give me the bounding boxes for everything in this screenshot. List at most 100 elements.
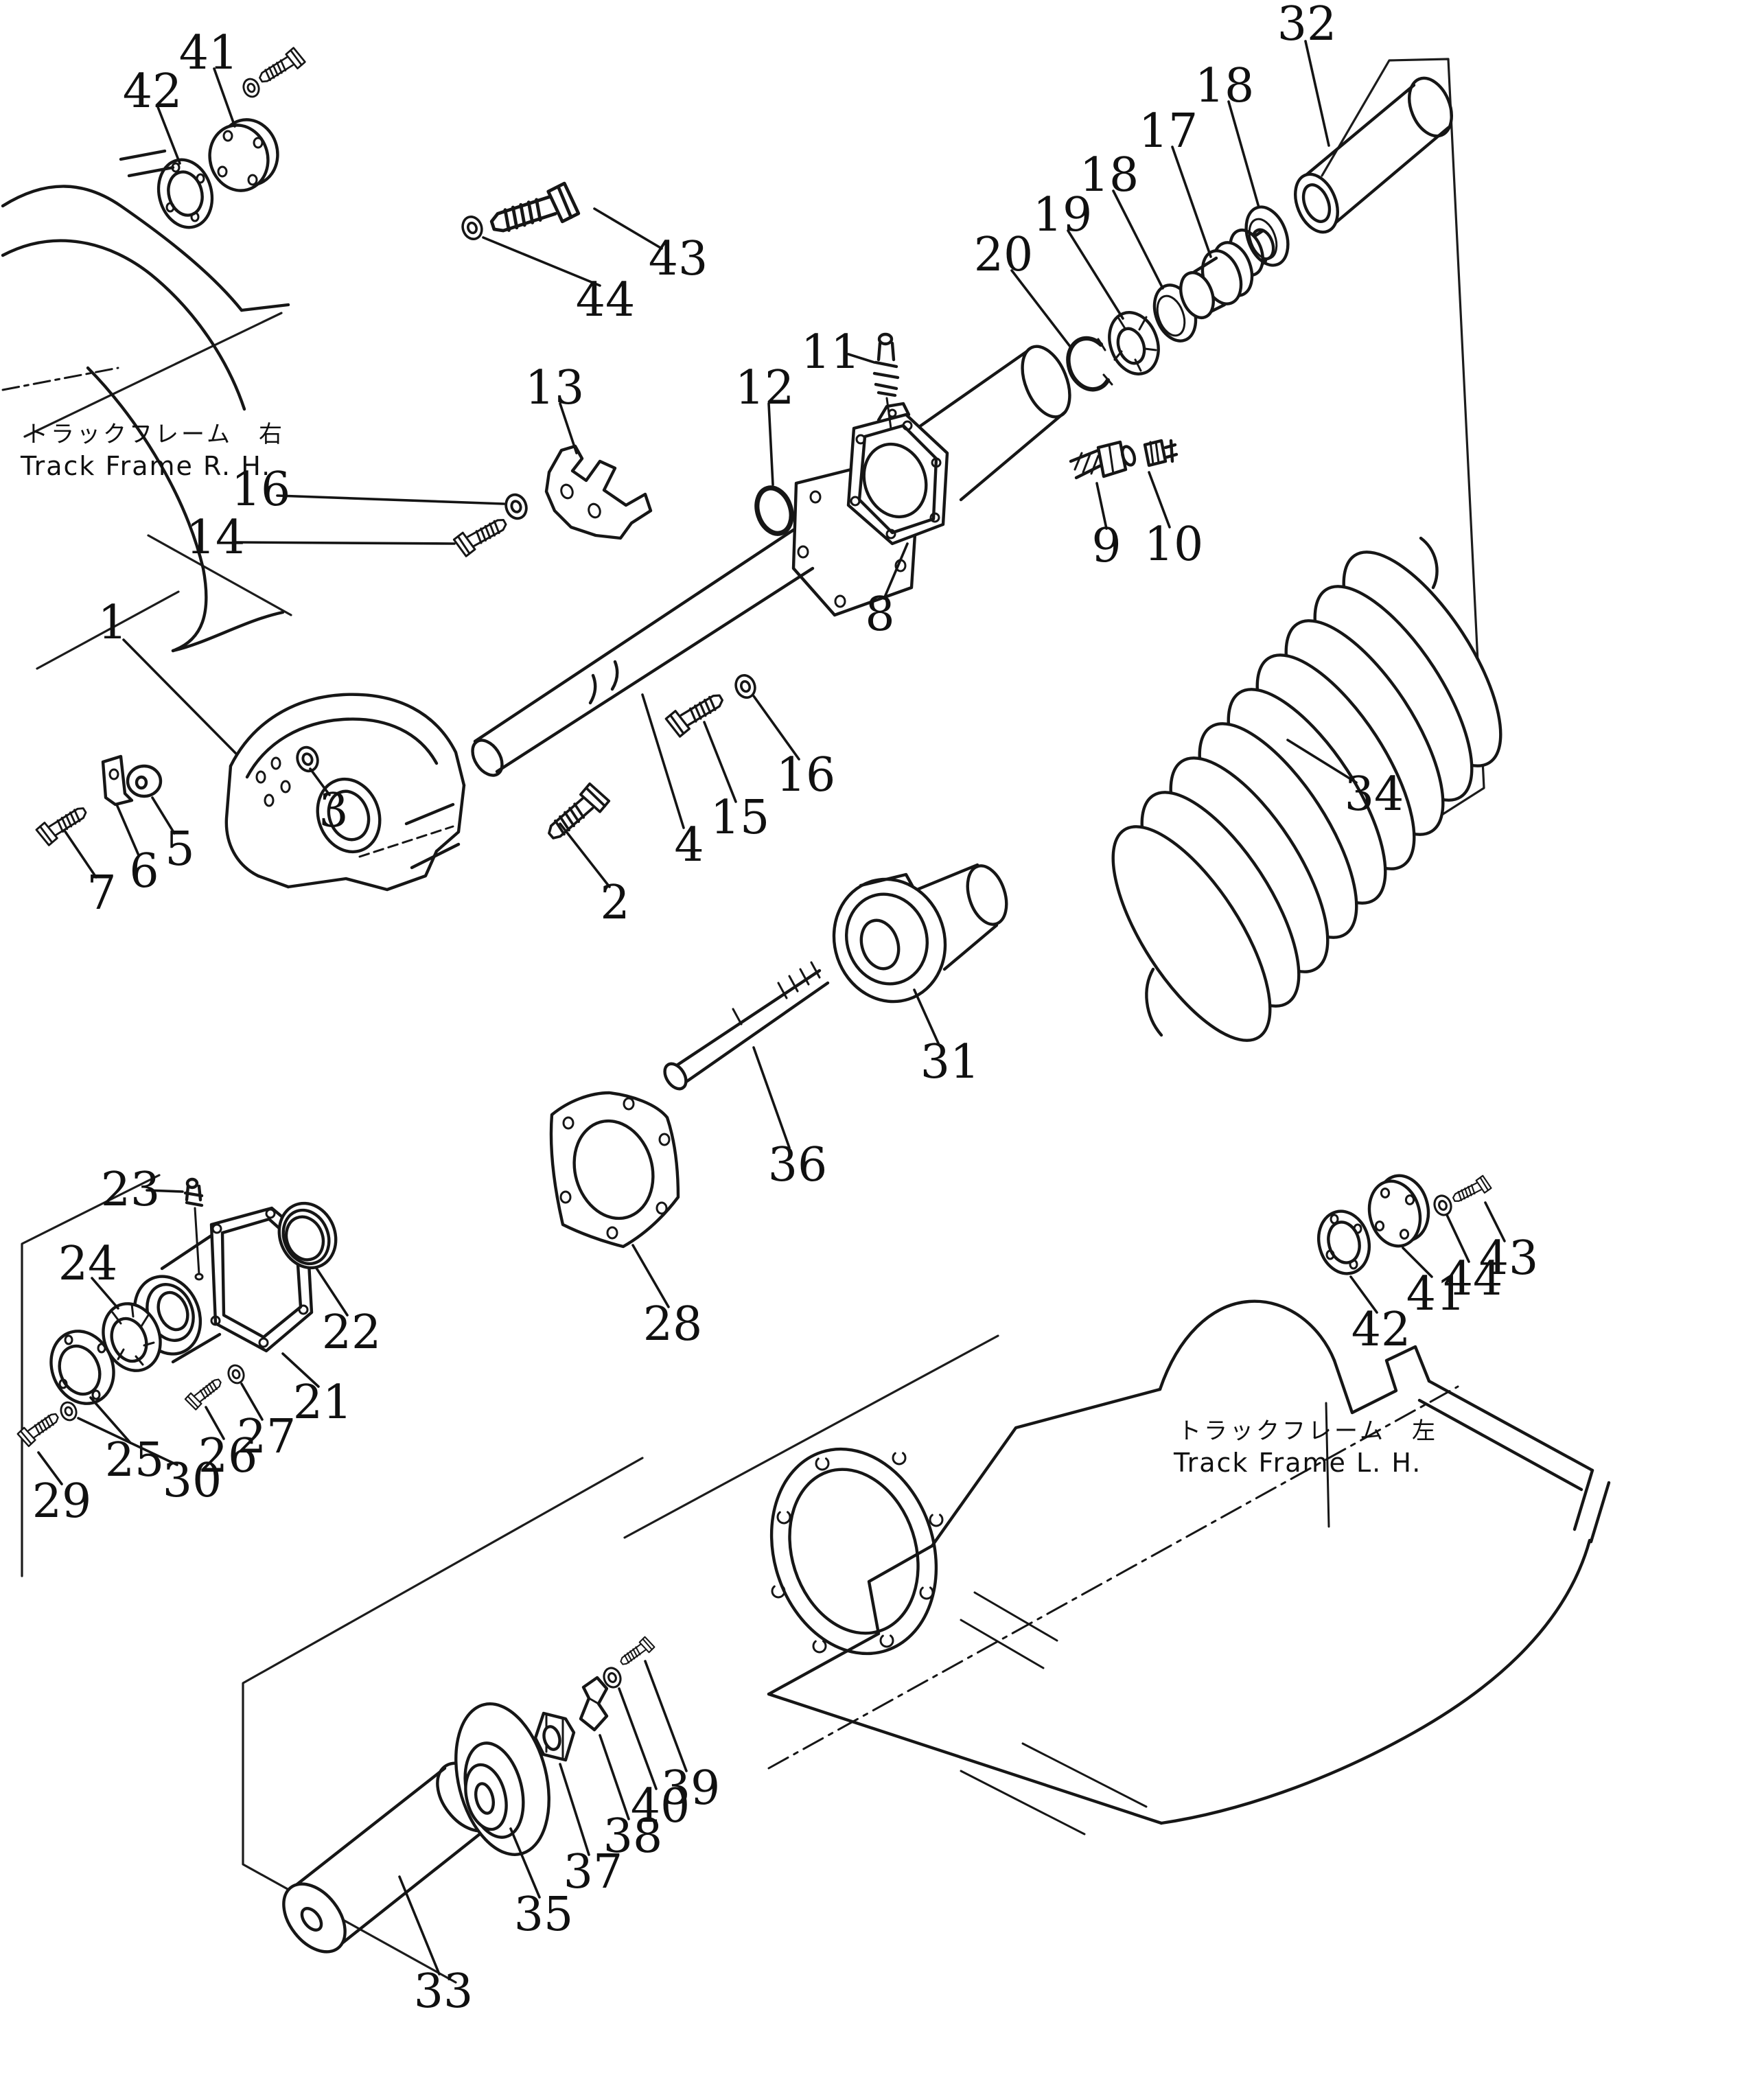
part-20-snap-ring (1066, 336, 1113, 392)
part-41-cover-plate-rh (208, 118, 279, 192)
callout-31: 31 (920, 1035, 980, 1089)
zone-border-bottom-middle (242, 1457, 644, 1984)
callout-leader-18 (1112, 189, 1164, 290)
callout-7: 7 (86, 866, 116, 920)
zone-border-bottom-left (21, 1174, 161, 1577)
callout-leader-30 (77, 1417, 178, 1466)
callout-leader-2 (559, 822, 611, 888)
part-6-lock-plate (101, 754, 134, 807)
callout-25: 25 (105, 1433, 165, 1487)
part-34-recoil-spring (1111, 536, 1502, 1042)
callout-leader-6 (115, 803, 140, 857)
callout-leader-43 (593, 207, 663, 250)
callout-43: 43 (649, 232, 708, 286)
callout-42: 42 (1351, 1303, 1411, 1357)
callout-1: 1 (97, 596, 127, 650)
part-28-gasket (549, 1091, 680, 1249)
callout-12: 12 (735, 361, 795, 415)
callout-34: 34 (1345, 767, 1404, 822)
callout-39: 39 (661, 1761, 721, 1816)
callout-leader-42 (156, 106, 181, 165)
part-9-valve (1069, 440, 1137, 480)
callout-41: 41 (1406, 1267, 1466, 1321)
callout-leader-9 (1095, 482, 1108, 530)
callout-15: 15 (710, 791, 770, 845)
callout-leader-29 (37, 1451, 63, 1485)
callout-18: 18 (1195, 59, 1255, 113)
callout-leader-19 (1067, 229, 1124, 320)
part-29-bolt (16, 1407, 63, 1448)
part-22-seal-ring (277, 1201, 338, 1270)
callout-30: 30 (163, 1454, 222, 1508)
callout-leader-41 (1402, 1247, 1433, 1278)
callout-44: 44 (576, 273, 636, 327)
part-18-ring-right (1244, 205, 1290, 267)
frame-label-rh: トラックフレーム 右 Track Frame R. H. (20, 421, 282, 481)
callout-23: 23 (101, 1163, 161, 1217)
part-37-nut (533, 1711, 576, 1762)
callout-14: 14 (186, 511, 246, 565)
callout-leader-38 (599, 1734, 630, 1820)
callout-leader-16 (276, 494, 505, 505)
part-8-cylinder (846, 345, 1071, 546)
part-23-grease-fitting (183, 1177, 204, 1281)
part-24-bearing-ring (102, 1302, 162, 1372)
callout-43: 43 (1479, 1231, 1539, 1286)
part-25-flange-ring (49, 1330, 115, 1405)
part-16-washer-left (501, 490, 531, 523)
callout-leader-8 (883, 542, 909, 600)
callout-2: 2 (600, 876, 629, 930)
frame-label-lh: トラックフレーム 左 Track Frame L. H. (1173, 1417, 1438, 1478)
callout-leader-7 (63, 829, 97, 879)
part-44-washer (458, 213, 487, 243)
callout-17: 17 (1139, 104, 1198, 159)
part-17-piston (1179, 228, 1275, 320)
part-27-washer (224, 1362, 248, 1387)
part-1-yoke-bracket (224, 693, 466, 892)
zone-border-left-lower (36, 534, 292, 670)
callout-leader-28 (631, 1244, 670, 1308)
callout-leader-24 (91, 1277, 119, 1310)
zone-border-right (1321, 58, 1485, 828)
part-42-gasket-lh (1317, 1209, 1371, 1275)
callout-leader-1 (122, 638, 237, 755)
callout-leader-39 (644, 1660, 688, 1772)
callout-9: 9 (1091, 519, 1121, 573)
frame-label-lh-jp: トラックフレーム 左 (1178, 1417, 1438, 1445)
track-frame-rh (1, 149, 290, 653)
callout-11: 11 (801, 325, 861, 380)
callout-leader-14 (233, 541, 456, 545)
callout-leader-4 (641, 693, 685, 829)
callout-16: 16 (776, 748, 836, 802)
part-41-cover-plate-lh (1367, 1174, 1430, 1248)
part-33-pin (282, 1761, 500, 1954)
callout-leader-17 (1171, 146, 1212, 258)
callout-leader-13 (559, 402, 578, 454)
part-15-bolt (664, 686, 729, 739)
zone-border-top-left (23, 312, 283, 438)
callout-leader-11 (847, 353, 876, 364)
callout-leader-33 (398, 1875, 441, 1976)
part-13-fork-bracket (544, 444, 653, 540)
part-36-rod (663, 961, 830, 1091)
callout-32: 32 (1277, 0, 1337, 51)
callout-6: 6 (129, 844, 159, 899)
callout-21: 21 (293, 1376, 353, 1430)
callout-leader-25 (89, 1396, 132, 1444)
callout-leader-12 (767, 402, 774, 486)
frame-label-rh-en: Track Frame R. H. (20, 451, 271, 481)
callout-20: 20 (974, 228, 1034, 282)
callout-42: 42 (123, 65, 183, 119)
callout-8: 8 (865, 588, 894, 642)
callout-leader-10 (1148, 471, 1171, 529)
callout-leader-20 (1010, 269, 1072, 349)
callout-leader-41 (213, 67, 236, 128)
part-32-bushing (1294, 76, 1453, 234)
callout-29: 29 (32, 1474, 92, 1529)
callout-leader-23 (146, 1189, 184, 1193)
part-12-o-ring (754, 485, 794, 536)
callout-19: 19 (1033, 188, 1093, 242)
callout-41: 41 (179, 26, 239, 80)
part-3-washer (292, 743, 323, 776)
